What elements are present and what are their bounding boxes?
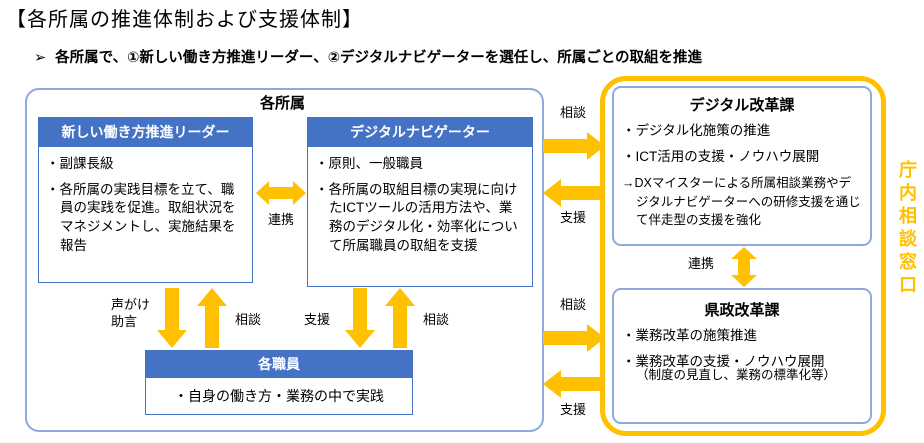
down-arrow-icon xyxy=(345,288,375,348)
digital-kaikaku-body: ・デジタル化施策の推進 ・ICT活用の支援・ノウハウ展開 →DXマイスターによる… xyxy=(614,115,870,229)
leader-box-title: 新しい働き方推進リーダー xyxy=(38,117,253,147)
cross-sodan-top-label: 相談 xyxy=(559,105,586,120)
right-arrow-icon xyxy=(543,324,605,352)
digital-item: ・ICT活用の支援・ノウハウ展開 xyxy=(622,149,820,165)
koegake-jogen-label: 声がけ 助言 xyxy=(111,297,151,329)
kensei-kaikaku-title: 県政改革課 xyxy=(704,302,780,319)
navigator-item: ・原則、一般職員 xyxy=(315,156,423,171)
double-arrow-horizontal-icon xyxy=(256,181,306,205)
staff-box-title: 各職員 xyxy=(145,350,413,378)
renkei-left-label: 連携 xyxy=(267,212,294,227)
department-group-title: 各所属 xyxy=(259,95,305,112)
left-arrow-icon xyxy=(543,179,605,207)
bullet-arrow-icon: ➢ xyxy=(34,50,47,66)
support-group-box xyxy=(600,76,886,436)
up-arrow-icon xyxy=(385,288,415,348)
digital-kaikaku-box: デジタル改革課 ・デジタル化施策の推進 ・ICT活用の支援・ノウハウ展開 →DX… xyxy=(612,86,872,246)
navigator-item: ・各所属の取組目標の実現に向けたICTツールの活用方法や、業務のデジタル化・効率… xyxy=(315,181,518,253)
navigator-box: デジタルナビゲーター ・原則、一般職員 ・各所属の取組目標の実現に向けたICTツ… xyxy=(307,117,533,287)
digital-kaikaku-title: デジタル改革課 xyxy=(689,97,795,114)
cross-sodan-bottom-label: 相談 xyxy=(559,297,586,312)
intro-bullet: ➢ 各所属で、①新しい働き方推進リーダー、②デジタルナビゲーターを選任し、所属ごと… xyxy=(34,46,702,67)
kensei-kaikaku-body: ・業務改革の施策推進 ・業務改革の支援・ノウハウ展開 （制度の見直し、業務の標準… xyxy=(614,320,870,384)
intro-bullet-text: 各所属で、①新しい働き方推進リーダー、②デジタルナビゲーターを選任し、所属ごとの… xyxy=(55,50,703,66)
left-arrow-icon xyxy=(543,370,605,398)
staff-item: ・自身の働き方・業務の中で実践 xyxy=(145,378,413,415)
page-title: 【各所属の推進体制および支援体制】 xyxy=(6,9,363,31)
digital-item: ・デジタル化施策の推進 xyxy=(622,123,771,138)
navigator-box-body: ・原則、一般職員 ・各所属の取組目標の実現に向けたICTツールの活用方法や、業務… xyxy=(307,147,533,287)
navigator-box-title: デジタルナビゲーター xyxy=(307,117,533,147)
kensei-kaikaku-box: 県政改革課 ・業務改革の施策推進 ・業務改革の支援・ノウハウ展開 （制度の見直し… xyxy=(612,288,872,424)
kensei-note: （制度の見直し、業務の標準化等） xyxy=(636,368,837,383)
right-arrow-icon xyxy=(543,132,605,160)
leader-item: ・副課長級 xyxy=(46,156,114,171)
sodan-leader-label: 相談 xyxy=(235,312,262,327)
up-arrow-icon xyxy=(197,288,227,348)
cross-shien-bottom-label: 支援 xyxy=(559,402,586,417)
shien-navigator-label: 支援 xyxy=(304,312,331,327)
renkei-right-label: 連携 xyxy=(688,256,715,271)
sodan-navigator-label: 相談 xyxy=(423,312,450,327)
digital-note: →DXマイスターによる所属相談業務やデジタルナビゲーターへの研修支援を通じて伴走… xyxy=(622,176,861,227)
cross-shien-top-label: 支援 xyxy=(559,210,586,225)
down-arrow-icon xyxy=(157,288,187,348)
chonai-sodan-madoguchi-label: 庁内相談窓口 xyxy=(897,160,917,298)
staff-box: 各職員 ・自身の働き方・業務の中で実践 xyxy=(145,350,413,415)
kensei-item: ・業務改革の施策推進 xyxy=(622,328,757,343)
leader-box: 新しい働き方推進リーダー ・副課長級 ・各所属の実践目標を立て、職員の実践を促進… xyxy=(38,117,253,283)
double-arrow-vertical-icon xyxy=(731,247,757,287)
leader-item: ・各所属の実践目標を立て、職員の実践を促進。取組状況をマネジメントし、実施結果を… xyxy=(46,181,236,253)
leader-box-body: ・副課長級 ・各所属の実践目標を立て、職員の実践を促進。取組状況をマネジメントし… xyxy=(38,147,253,283)
kensei-item: ・業務改革の支援・ノウハウ展開 xyxy=(622,354,825,370)
